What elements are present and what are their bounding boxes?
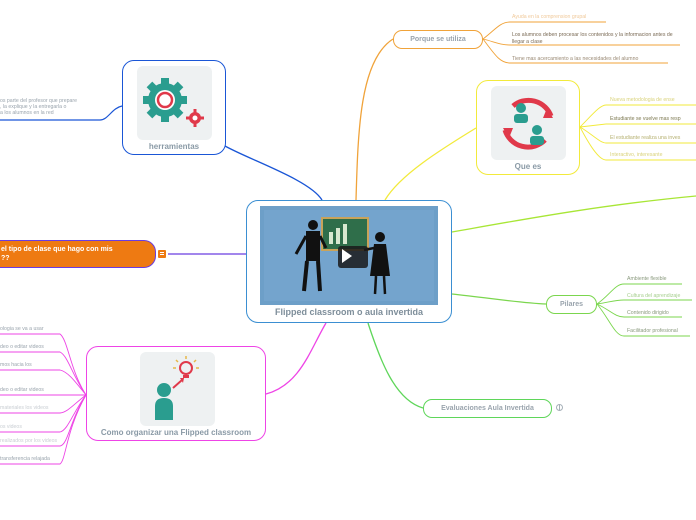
- link-herramientas: [224, 145, 323, 201]
- que-es-child-2: Estudiante se vuelve mas resp: [610, 116, 681, 122]
- herramientas-note: os parte del profesor que prepare , la e…: [0, 98, 77, 117]
- links-organizar-children: [0, 333, 87, 465]
- link-pilares-c4: [596, 303, 690, 337]
- porque-child-1: Ayuda en la comprension grupal: [512, 14, 587, 20]
- link-que-es-c2: [579, 123, 696, 128]
- central-node[interactable]: Flipped classroom o aula invertida: [246, 200, 452, 323]
- organizar-child-2: deo o editar videos: [0, 344, 44, 350]
- video-thumbnail[interactable]: [260, 206, 438, 305]
- link-porque-c2: [482, 38, 680, 46]
- link-pilares-c3: [596, 303, 682, 318]
- node-herramientas[interactable]: herramientas: [122, 60, 226, 155]
- cycle-people-icon: [491, 86, 566, 160]
- node-que-es[interactable]: Que es: [476, 80, 580, 175]
- link-que-es: [384, 127, 477, 201]
- node-porque[interactable]: Porque se utiliza: [393, 30, 483, 49]
- node-pilares[interactable]: Pilares: [546, 295, 597, 314]
- organizar-child-6: os videos: [0, 424, 22, 430]
- link-porque: [355, 38, 394, 201]
- que-es-child-1: Nueva metodologia de ense: [610, 97, 675, 103]
- organizar-child-5: materiales los videos: [0, 405, 49, 411]
- link-offscreen: [451, 195, 696, 233]
- node-organizar[interactable]: Como organizar una Flipped classroom: [86, 346, 266, 441]
- pilares-child-4: Facilitador profesional: [627, 328, 678, 334]
- que-es-child-4: Interactivo, interesante: [610, 152, 663, 158]
- pilares-child-1: Ambiente flexible: [627, 276, 667, 282]
- link-evaluaciones: [367, 322, 424, 409]
- link-porque-c3: [482, 38, 668, 64]
- link-pilares-c2: [596, 299, 692, 305]
- que-es-child-3: El estudiante realiza una inves: [610, 135, 681, 141]
- organizar-child-3: mos hacia los: [0, 362, 32, 368]
- porque-child-2: Los alumnos deben procesar los contenido…: [512, 32, 673, 45]
- node-evaluaciones[interactable]: Evaluaciones Aula Invertida: [423, 399, 552, 418]
- organizar-child-8: transferencia relajada: [0, 456, 50, 462]
- link-herramientas-note: [0, 105, 123, 121]
- que-es-title: Que es: [514, 162, 542, 171]
- node-tipo-clase[interactable]: el tipo de clase que hago con mis ??: [0, 240, 156, 268]
- herramientas-title: herramientas: [148, 142, 200, 151]
- pilares-child-2: Cultura del aprendizaje: [627, 293, 681, 299]
- play-icon[interactable]: [342, 249, 352, 263]
- idea-person-icon: [140, 352, 215, 426]
- note-icon[interactable]: [158, 250, 166, 258]
- link-que-es-c3: [579, 126, 696, 144]
- link-organizar: [265, 322, 327, 395]
- link-pilares: [451, 293, 547, 305]
- link-que-es-c1: [579, 104, 696, 128]
- pilares-child-3: Contenido dirigido: [627, 310, 669, 316]
- link-que-es-c4: [579, 126, 696, 161]
- globe-link-icon[interactable]: [556, 404, 563, 411]
- link-porque-c1: [482, 21, 606, 40]
- organizar-child-1: ologia se va a usar: [0, 326, 44, 332]
- porque-child-3: Tiene mas acercamiento a las necesidades…: [512, 56, 639, 62]
- link-pilares-c1: [596, 283, 682, 305]
- central-title: Flipped classroom o aula invertida: [274, 307, 424, 317]
- gears-icon: [137, 66, 212, 140]
- organizar-title: Como organizar una Flipped classroom: [100, 428, 252, 437]
- organizar-child-7: realizados por los videos: [0, 438, 58, 444]
- organizar-child-4: deo o editar videos: [0, 387, 44, 393]
